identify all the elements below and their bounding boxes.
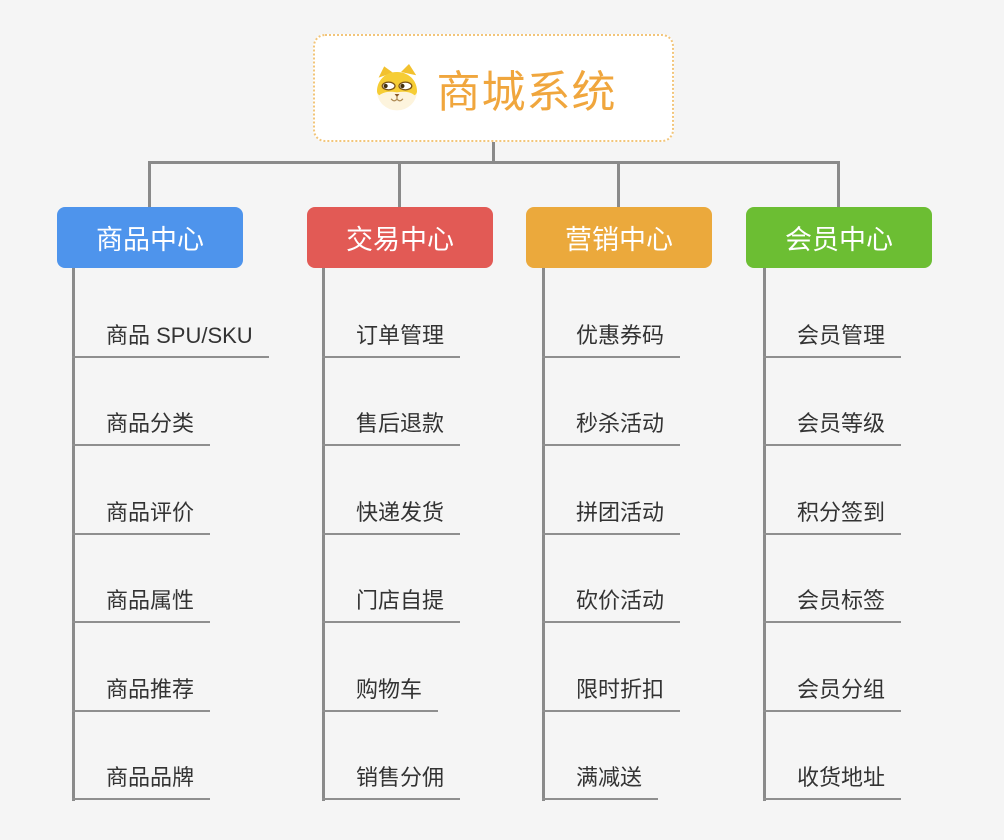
leaf-node[interactable]: 销售分佣	[322, 764, 461, 800]
branch-header-member-center[interactable]: 会员中心	[746, 207, 932, 268]
leaf-node[interactable]: 限时折扣	[542, 676, 681, 712]
leaf-node[interactable]: 优惠券码	[542, 322, 681, 358]
connector-branch-stub	[148, 161, 151, 208]
leaf-node[interactable]: 商品属性	[72, 587, 211, 623]
branch-header-marketing-center[interactable]: 营销中心	[526, 207, 712, 268]
leaf-node[interactable]: 门店自提	[322, 587, 461, 623]
leaf-node[interactable]: 收货地址	[763, 764, 902, 800]
root-title: 商城系统	[436, 68, 617, 117]
leaf-node[interactable]: 会员管理	[763, 322, 902, 358]
leaf-node[interactable]: 会员标签	[763, 587, 902, 623]
leaf-node[interactable]: 商品分类	[72, 410, 211, 446]
leaf-node[interactable]: 会员等级	[763, 410, 902, 446]
leaf-node[interactable]: 秒杀活动	[542, 410, 681, 446]
leaf-node[interactable]: 商品 SPU/SKU	[72, 322, 269, 358]
branch-header-product-center[interactable]: 商品中心	[57, 207, 243, 268]
leaf-node[interactable]: 订单管理	[322, 322, 461, 358]
leaf-node[interactable]: 满减送	[542, 764, 659, 800]
leaf-node[interactable]: 快递发货	[322, 499, 461, 535]
connector-branch-stub	[617, 161, 620, 208]
connector-horizontal	[148, 161, 840, 164]
leaf-node[interactable]: 砍价活动	[542, 587, 681, 623]
dog-face-icon	[371, 64, 423, 112]
leaf-node[interactable]: 会员分组	[763, 676, 902, 712]
leaf-node[interactable]: 拼团活动	[542, 499, 681, 535]
root-node[interactable]: 商城系统	[313, 34, 674, 142]
leaf-node[interactable]: 售后退款	[322, 410, 461, 446]
connector-root-stub	[492, 142, 495, 162]
leaf-node[interactable]: 商品评价	[72, 499, 211, 535]
connector-branch-stub	[837, 161, 840, 208]
leaf-node[interactable]: 商品推荐	[72, 676, 211, 712]
leaf-node[interactable]: 商品品牌	[72, 764, 211, 800]
branch-header-trade-center[interactable]: 交易中心	[307, 207, 493, 268]
connector-branch-stub	[398, 161, 401, 208]
leaf-node[interactable]: 购物车	[322, 676, 439, 712]
leaf-node[interactable]: 积分签到	[763, 499, 902, 535]
